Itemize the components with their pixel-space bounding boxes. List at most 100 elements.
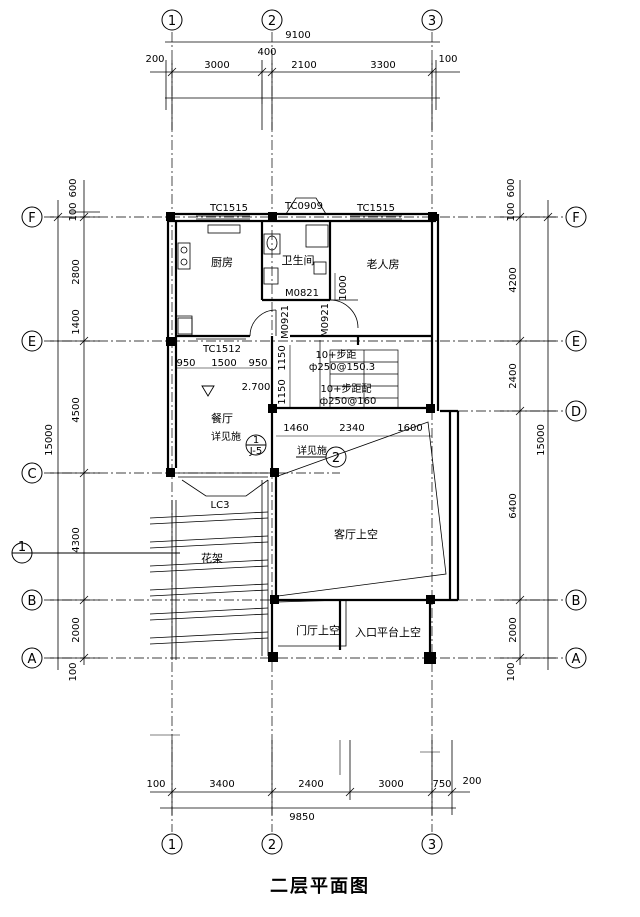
inner-dim-1500: 1500 [211,358,236,369]
inner-dim-950a: 950 [176,358,195,369]
inner-dim-950b: 950 [248,358,267,369]
right-dim-600: 600 [506,178,517,197]
top-dimension-text: 9100 200 3000 400 2100 3300 100 [145,30,457,71]
right-dim-100b: 100 [506,662,517,681]
axis-label-b-left: B [28,594,37,609]
window-lc3: LC3 [211,500,230,511]
axis-label-2-top: 2 [268,14,276,29]
bottom-dim-seg-c: 2400 [298,779,323,790]
room-hall-void: 门厅上空 [296,623,340,637]
left-dim-100a: 100 [68,202,79,221]
room-elder: 老人房 [367,258,400,271]
left-dimension-text: 600 100 2800 1400 4500 4300 2000 100 150… [44,178,82,681]
top-dim-seg-d: 2100 [291,60,316,71]
misc-marks [150,80,440,775]
interior-dimension-lines [176,273,432,437]
top-dim-seg-b: 3000 [204,60,229,71]
top-dim-seg-f: 100 [438,54,457,65]
stair-note-1: 10+步距 [315,349,356,361]
axis-label-e-right: E [572,335,580,350]
inner-dim-1150b: 1150 [277,379,288,404]
stair-note-3: 10+步距配 [320,383,371,395]
inner-dim-1460: 1460 [283,423,308,434]
axis-label-f-left: F [28,211,35,226]
right-dim-100: 100 [506,202,517,221]
left-dim-600: 600 [68,178,79,197]
stair-note-4: ф250@160 [320,396,377,407]
axis-label-3-top: 3 [428,14,436,29]
callout-1-sub: J-5 [249,446,263,457]
left-dim-total: 15000 [44,424,55,456]
void-outline [277,421,447,647]
stair [319,340,399,409]
top-dim-seg-e: 3300 [370,60,395,71]
window-tc1515-left: TC1515 [209,203,248,214]
interior-dimension-text: 950 1500 950 1150 1150 2.700 1460 2340 1… [176,345,422,434]
callout-text: 1 J-5 详见施 2 详见施 [211,430,340,466]
callout-1-number: 1 [253,435,259,446]
left-dimension-lines [50,180,100,670]
left-dim-2800: 2800 [71,259,82,284]
door-m0921-a: M0921 [280,305,291,339]
axis-label-b-right: B [572,594,581,609]
bottom-dim-seg-b: 3400 [209,779,234,790]
drawing-title: 二层平面图 [270,876,370,897]
room-labels: 厨房 卫生间 老人房 餐厅 客厅上空 门厅上空 入口平台上空 花架 [201,253,421,639]
bottom-dimension-lines [150,740,470,815]
bottom-dim-seg-f: 200 [462,776,481,787]
right-dim-2400: 2400 [508,363,519,388]
door-m0821: M0821 [285,288,319,299]
kitchen-fixtures [177,224,241,335]
axis-label-sub-left: 1 [18,540,26,555]
top-dim-total: 9100 [285,30,310,41]
axis-label-1-bottom: 1 [168,838,176,853]
left-dim-4300: 4300 [71,527,82,552]
bottom-dim-seg-d: 3000 [378,779,403,790]
stair-note-2: ф250@150.3 [309,362,375,373]
axis-labels: 1 2 3 1 2 3 F E C B A F E D B A 1 [18,14,581,853]
inner-dim-1600: 1600 [397,423,422,434]
axis-label-a-left: A [28,652,37,667]
right-dimension-text: 600 100 4200 2400 6400 2000 100 15000 [506,178,547,681]
dim-1000: 1000 [338,275,349,300]
top-dim-seg-c: 400 [257,47,276,58]
room-entrance-void: 入口平台上空 [355,625,421,639]
right-dimension-lines [500,180,556,670]
axis-label-d-right: D [571,405,581,420]
top-dimension-lines [150,41,460,130]
window-tc1512: TC1512 [202,344,241,355]
axis-bubbles [11,9,587,855]
right-dim-2000: 2000 [508,617,519,642]
section-callouts [201,385,347,468]
room-bathroom: 卫生间 [282,253,315,267]
axis-label-1-top: 1 [168,14,176,29]
left-dim-4500: 4500 [71,397,82,422]
left-dim-2000: 2000 [71,617,82,642]
axis-label-e-left: E [28,335,36,350]
right-dim-6400: 6400 [508,493,519,518]
bottom-dim-seg-a: 100 [146,779,165,790]
columns [166,212,437,664]
room-kitchen: 厨房 [211,256,233,269]
inner-level: 2.700 [242,382,271,393]
axis-label-2-bottom: 2 [268,838,276,853]
top-dim-seg-a: 200 [145,54,164,65]
axis-label-c-left: C [27,467,36,482]
axis-label-a-right: A [572,652,581,667]
left-dim-100b: 100 [68,662,79,681]
inner-dim-2340: 2340 [339,423,364,434]
door-m0921-b: M0921 [320,303,331,337]
door-swings [176,299,359,337]
opening-labels: TC1515 TC0909 TC1515 TC1512 M0821 M0921 … [202,201,395,511]
callout-2-label: 详见施 [297,444,327,457]
bathroom-fixtures [263,224,329,285]
bottom-dim-seg-e: 750 [432,779,451,790]
room-living-void: 客厅上空 [334,527,378,541]
callout-1-label: 详见施 [211,430,241,443]
bottom-dimension-text: 100 3400 2400 3000 750 200 9850 [146,776,481,823]
callout-2-number: 2 [332,451,340,466]
room-flower-rack: 花架 [201,552,223,565]
right-dim-total: 15000 [536,424,547,456]
left-dim-1400: 1400 [71,309,82,334]
